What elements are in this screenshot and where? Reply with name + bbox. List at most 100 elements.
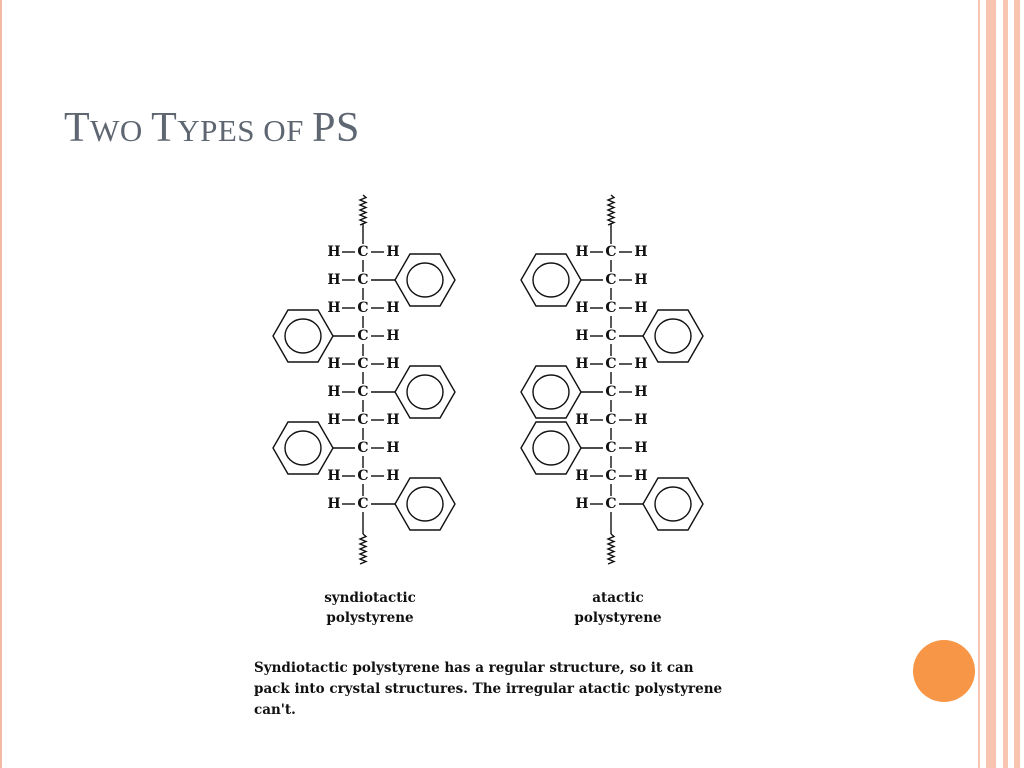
carbon-atom: C <box>357 440 368 456</box>
wavy-end-bottom <box>606 533 616 565</box>
benzene-inner-circle <box>284 318 322 354</box>
benzene-inner-circle <box>532 262 570 298</box>
wavy-end-top <box>358 194 368 226</box>
left-caption: syndiotactic polystyrene <box>300 588 440 628</box>
phenyl-ring <box>394 477 456 531</box>
benzene-hexagon <box>272 421 334 475</box>
hydrogen-atom: H <box>634 300 647 316</box>
right-caption: atactic polystyrene <box>548 588 688 628</box>
carbon-atom: C <box>605 384 616 400</box>
right-caption-line1: atactic <box>592 590 644 606</box>
hydrogen-atom: H <box>634 440 647 456</box>
hydrogen-atom: H <box>327 272 340 288</box>
decorative-orange-circle <box>913 640 975 702</box>
slide-title: TWO TYPES OF PS <box>64 104 360 152</box>
hydrogen-atom: H <box>575 496 588 512</box>
title-part: YPES OF <box>177 113 313 148</box>
carbon-atom: C <box>357 272 368 288</box>
carbon-atom: C <box>357 356 368 372</box>
carbon-atom: C <box>357 496 368 512</box>
title-part: T <box>151 105 178 151</box>
benzene-hexagon <box>520 253 582 307</box>
benzene-hexagon <box>520 365 582 419</box>
benzene-inner-circle <box>532 430 570 466</box>
hydrogen-atom: H <box>634 468 647 484</box>
hydrogen-atom: H <box>386 440 399 456</box>
stripe <box>978 0 980 768</box>
hydrogen-atom: H <box>634 244 647 260</box>
phenyl-ring <box>394 365 456 419</box>
carbon-atom: C <box>605 356 616 372</box>
hydrogen-atom: H <box>575 412 588 428</box>
hydrogen-atom: H <box>634 356 647 372</box>
hydrogen-atom: H <box>386 244 399 260</box>
hydrogen-atom: H <box>386 468 399 484</box>
hydrogen-atom: H <box>327 300 340 316</box>
carbon-atom: C <box>357 300 368 316</box>
hydrogen-atom: H <box>634 272 647 288</box>
hydrogen-atom: H <box>575 328 588 344</box>
carbon-atom: C <box>357 244 368 260</box>
title-part: WO <box>90 113 152 148</box>
hydrogen-atom: H <box>327 468 340 484</box>
left-border <box>0 0 2 768</box>
hydrogen-atom: H <box>575 244 588 260</box>
phenyl-ring <box>642 309 704 363</box>
hydrogen-atom: H <box>386 412 399 428</box>
carbon-atom: C <box>605 272 616 288</box>
wavy-end-top <box>606 194 616 226</box>
title-part: T <box>64 105 91 151</box>
phenyl-ring <box>272 309 334 363</box>
carbon-atom: C <box>605 300 616 316</box>
benzene-hexagon <box>394 365 456 419</box>
benzene-inner-circle <box>406 374 444 410</box>
carbon-atom: C <box>605 440 616 456</box>
carbon-atom: C <box>605 244 616 260</box>
benzene-inner-circle <box>406 486 444 522</box>
benzene-hexagon <box>642 477 704 531</box>
carbon-atom: C <box>357 412 368 428</box>
hydrogen-atom: H <box>327 384 340 400</box>
benzene-inner-circle <box>406 262 444 298</box>
phenyl-ring <box>520 421 582 475</box>
carbon-atom: C <box>605 496 616 512</box>
phenyl-ring <box>520 365 582 419</box>
benzene-hexagon <box>272 309 334 363</box>
stripe <box>986 0 996 768</box>
phenyl-ring <box>642 477 704 531</box>
hydrogen-atom: H <box>386 356 399 372</box>
hydrogen-atom: H <box>575 356 588 372</box>
benzene-hexagon <box>394 477 456 531</box>
phenyl-ring <box>520 253 582 307</box>
carbon-atom: C <box>605 412 616 428</box>
carbon-atom: C <box>357 468 368 484</box>
hydrogen-atom: H <box>327 496 340 512</box>
carbon-atom: C <box>605 328 616 344</box>
right-decorative-stripes <box>974 0 1024 768</box>
benzene-hexagon <box>394 253 456 307</box>
benzene-inner-circle <box>284 430 322 466</box>
hydrogen-atom: H <box>634 384 647 400</box>
benzene-hexagon <box>520 421 582 475</box>
carbon-atom: C <box>605 468 616 484</box>
left-caption-line2: polystyrene <box>326 610 414 626</box>
hydrogen-atom: H <box>575 300 588 316</box>
left-caption-line1: syndiotactic <box>324 590 416 606</box>
hydrogen-atom: H <box>327 356 340 372</box>
benzene-hexagon <box>642 309 704 363</box>
carbon-atom: C <box>357 328 368 344</box>
hydrogen-atom: H <box>386 300 399 316</box>
stripe <box>1003 0 1008 768</box>
benzene-inner-circle <box>532 374 570 410</box>
title-part: PS <box>312 105 360 151</box>
right-caption-line2: polystyrene <box>574 610 662 626</box>
benzene-inner-circle <box>654 486 692 522</box>
hydrogen-atom: H <box>386 328 399 344</box>
wavy-end-bottom <box>358 533 368 565</box>
stripe <box>1014 0 1020 768</box>
hydrogen-atom: H <box>575 468 588 484</box>
hydrogen-atom: H <box>327 244 340 260</box>
